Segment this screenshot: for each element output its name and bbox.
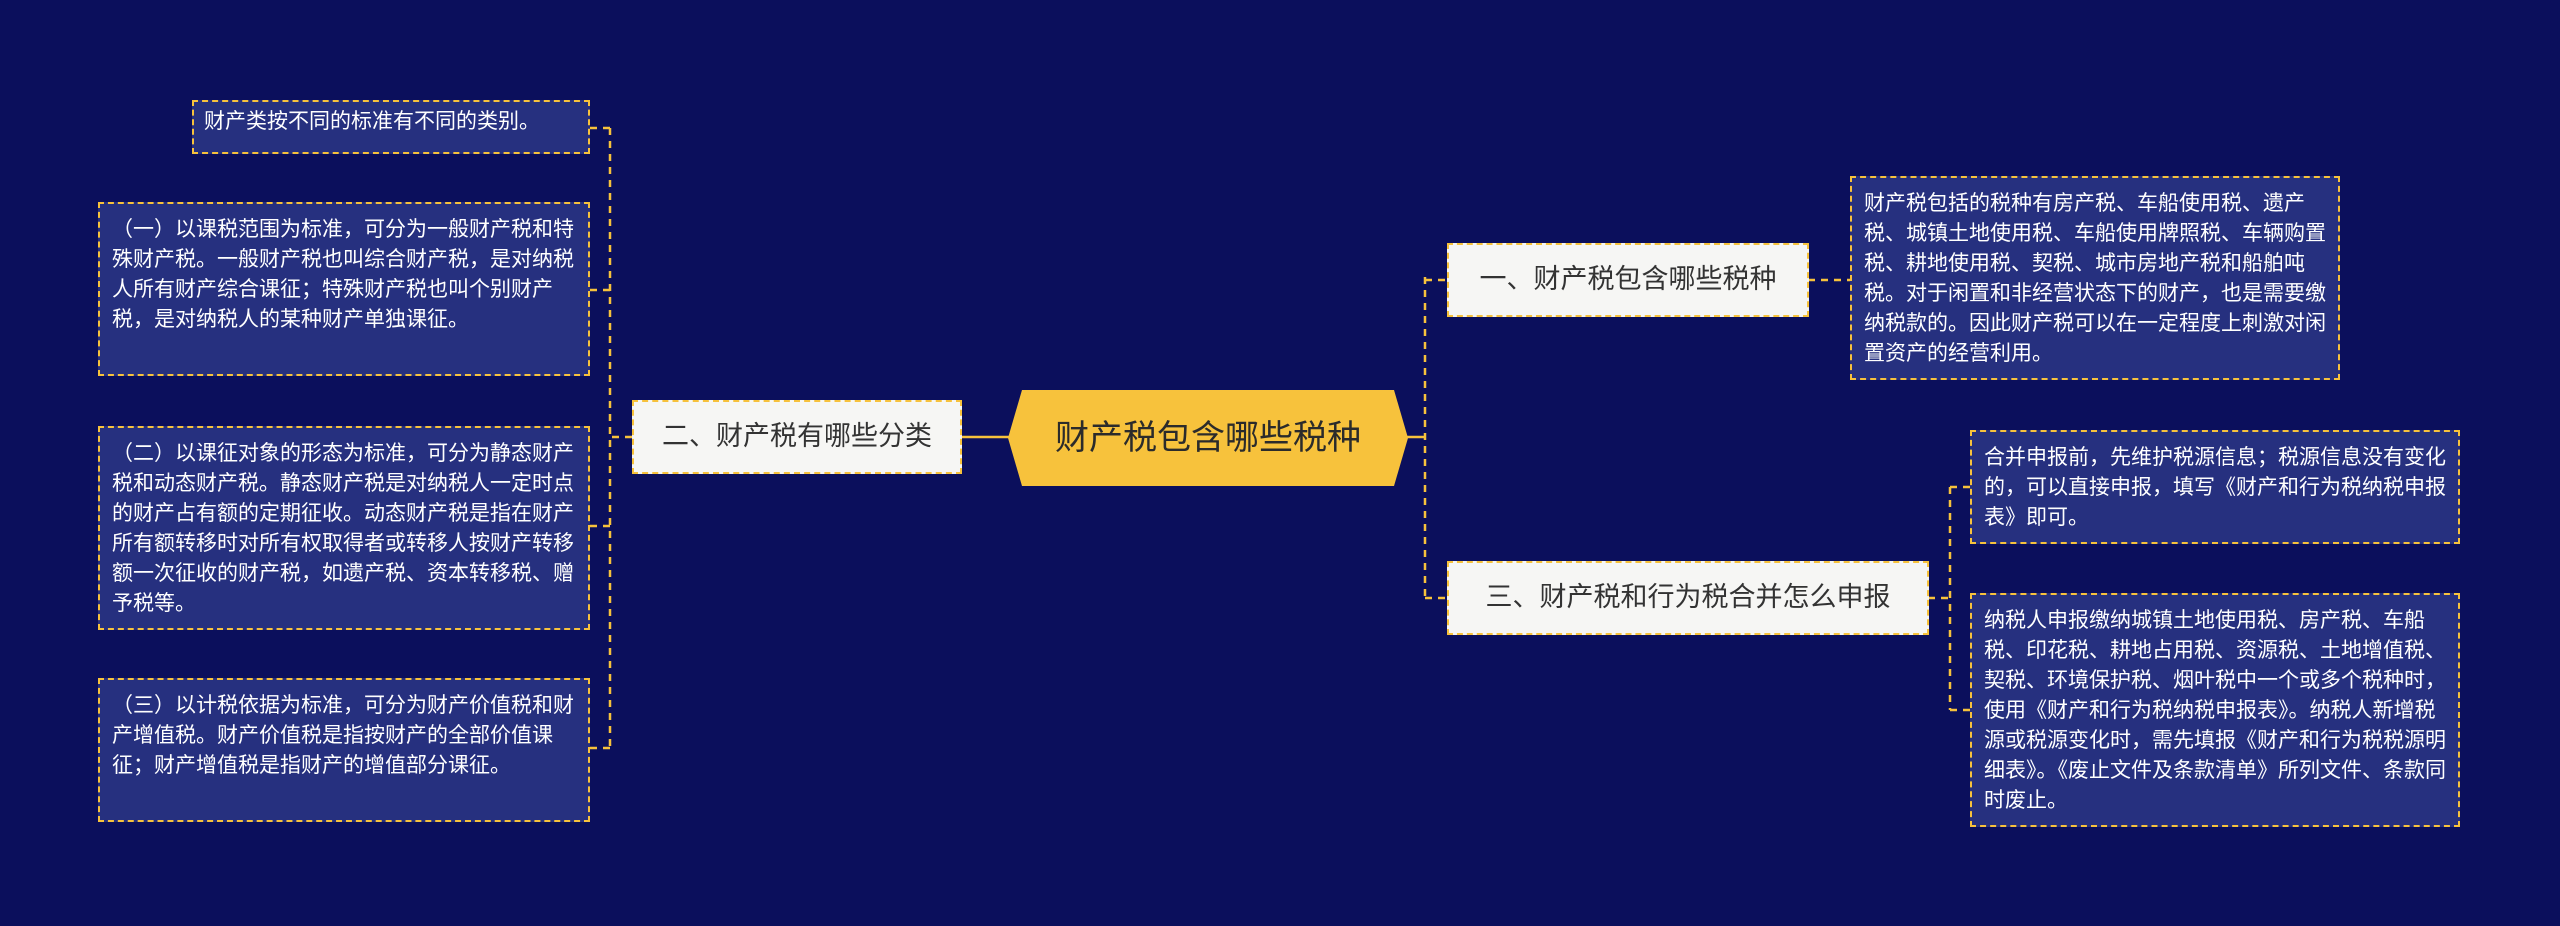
branch-label: 三、财产税和行为税合并怎么申报	[1485, 581, 1891, 613]
leaf-classification-basis[interactable]: （三）以计税依据为标准，可分为财产价值税和财产增值税。财产价值税是指按财产的全部…	[98, 678, 590, 822]
central-topic-label: 财产税包含哪些税种	[1055, 417, 1361, 458]
branch-combined-filing[interactable]: 三、财产税和行为税合并怎么申报	[1447, 561, 1929, 635]
branch-classification[interactable]: 二、财产税有哪些分类	[632, 400, 962, 474]
central-topic[interactable]: 财产税包含哪些税种	[1008, 390, 1408, 486]
leaf-classification-scope[interactable]: （一）以课税范围为标准，可分为一般财产税和特殊财产税。一般财产税也叫综合财产税，…	[98, 202, 590, 376]
leaf-text: （一）以课税范围为标准，可分为一般财产税和特殊财产税。一般财产税也叫综合财产税，…	[112, 217, 574, 331]
leaf-text: （三）以计税依据为标准，可分为财产价值税和财产增值税。财产价值税是指按财产的全部…	[112, 693, 574, 777]
leaf-text: 财产类按不同的标准有不同的类别。	[204, 109, 540, 133]
branch-taxes-included[interactable]: 一、财产税包含哪些税种	[1447, 243, 1809, 317]
leaf-text: 纳税人申报缴纳城镇土地使用税、房产税、车船税、印花税、耕地占用税、资源税、土地增…	[1984, 608, 2446, 812]
leaf-filing-preparation[interactable]: 合并申报前，先维护税源信息；税源信息没有变化的，可以直接申报，填写《财产和行为税…	[1970, 430, 2460, 544]
leaf-text: 财产税包括的税种有房产税、车船使用税、遗产税、城镇土地使用税、车船使用牌照税、车…	[1864, 191, 2326, 365]
leaf-text: （二）以课征对象的形态为标准，可分为静态财产税和动态财产税。静态财产税是对纳税人…	[112, 441, 574, 615]
leaf-taxes-included[interactable]: 财产税包括的税种有房产税、车船使用税、遗产税、城镇土地使用税、车船使用牌照税、车…	[1850, 176, 2340, 380]
branch-label: 一、财产税包含哪些税种	[1479, 263, 1777, 295]
branch-label: 二、财产税有哪些分类	[662, 420, 932, 452]
leaf-classification-intro[interactable]: 财产类按不同的标准有不同的类别。	[192, 100, 590, 154]
leaf-classification-form[interactable]: （二）以课征对象的形态为标准，可分为静态财产税和动态财产税。静态财产税是对纳税人…	[98, 426, 590, 630]
leaf-text: 合并申报前，先维护税源信息；税源信息没有变化的，可以直接申报，填写《财产和行为税…	[1984, 445, 2446, 529]
leaf-filing-details[interactable]: 纳税人申报缴纳城镇土地使用税、房产税、车船税、印花税、耕地占用税、资源税、土地增…	[1970, 593, 2460, 827]
